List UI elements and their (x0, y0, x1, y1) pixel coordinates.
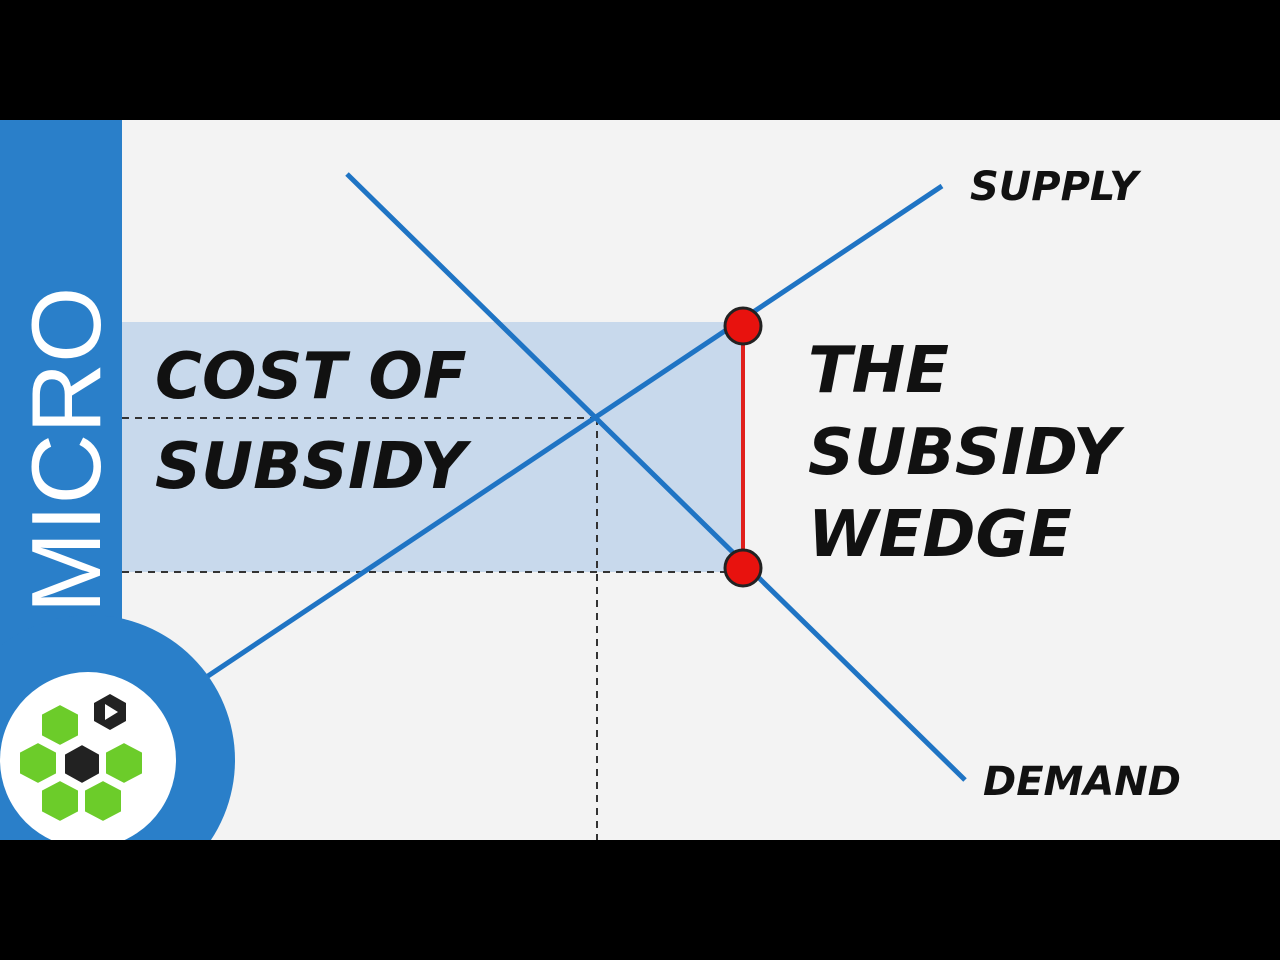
demand-label: DEMAND (983, 759, 1181, 805)
cost-label-line2: SUBSIDY (155, 430, 472, 504)
wedge-bottom-point (723, 548, 763, 588)
sidebar-label: MICRO (11, 287, 121, 614)
wedge-label-line3: WEDGE (808, 498, 1072, 572)
wedge-label-line1: THE (808, 334, 949, 408)
cost-label-line1: COST OF (155, 340, 467, 414)
play-icon (105, 704, 118, 720)
cost-of-subsidy-area (122, 322, 742, 572)
demand-curve (345, 172, 967, 782)
hexagon-cluster-play-logo (18, 694, 144, 824)
wedge-label-line2: SUBSIDY (808, 416, 1125, 490)
supply-curve (173, 183, 944, 701)
wedge-top-point (723, 306, 763, 346)
supply-label: SUPPLY (970, 164, 1142, 210)
